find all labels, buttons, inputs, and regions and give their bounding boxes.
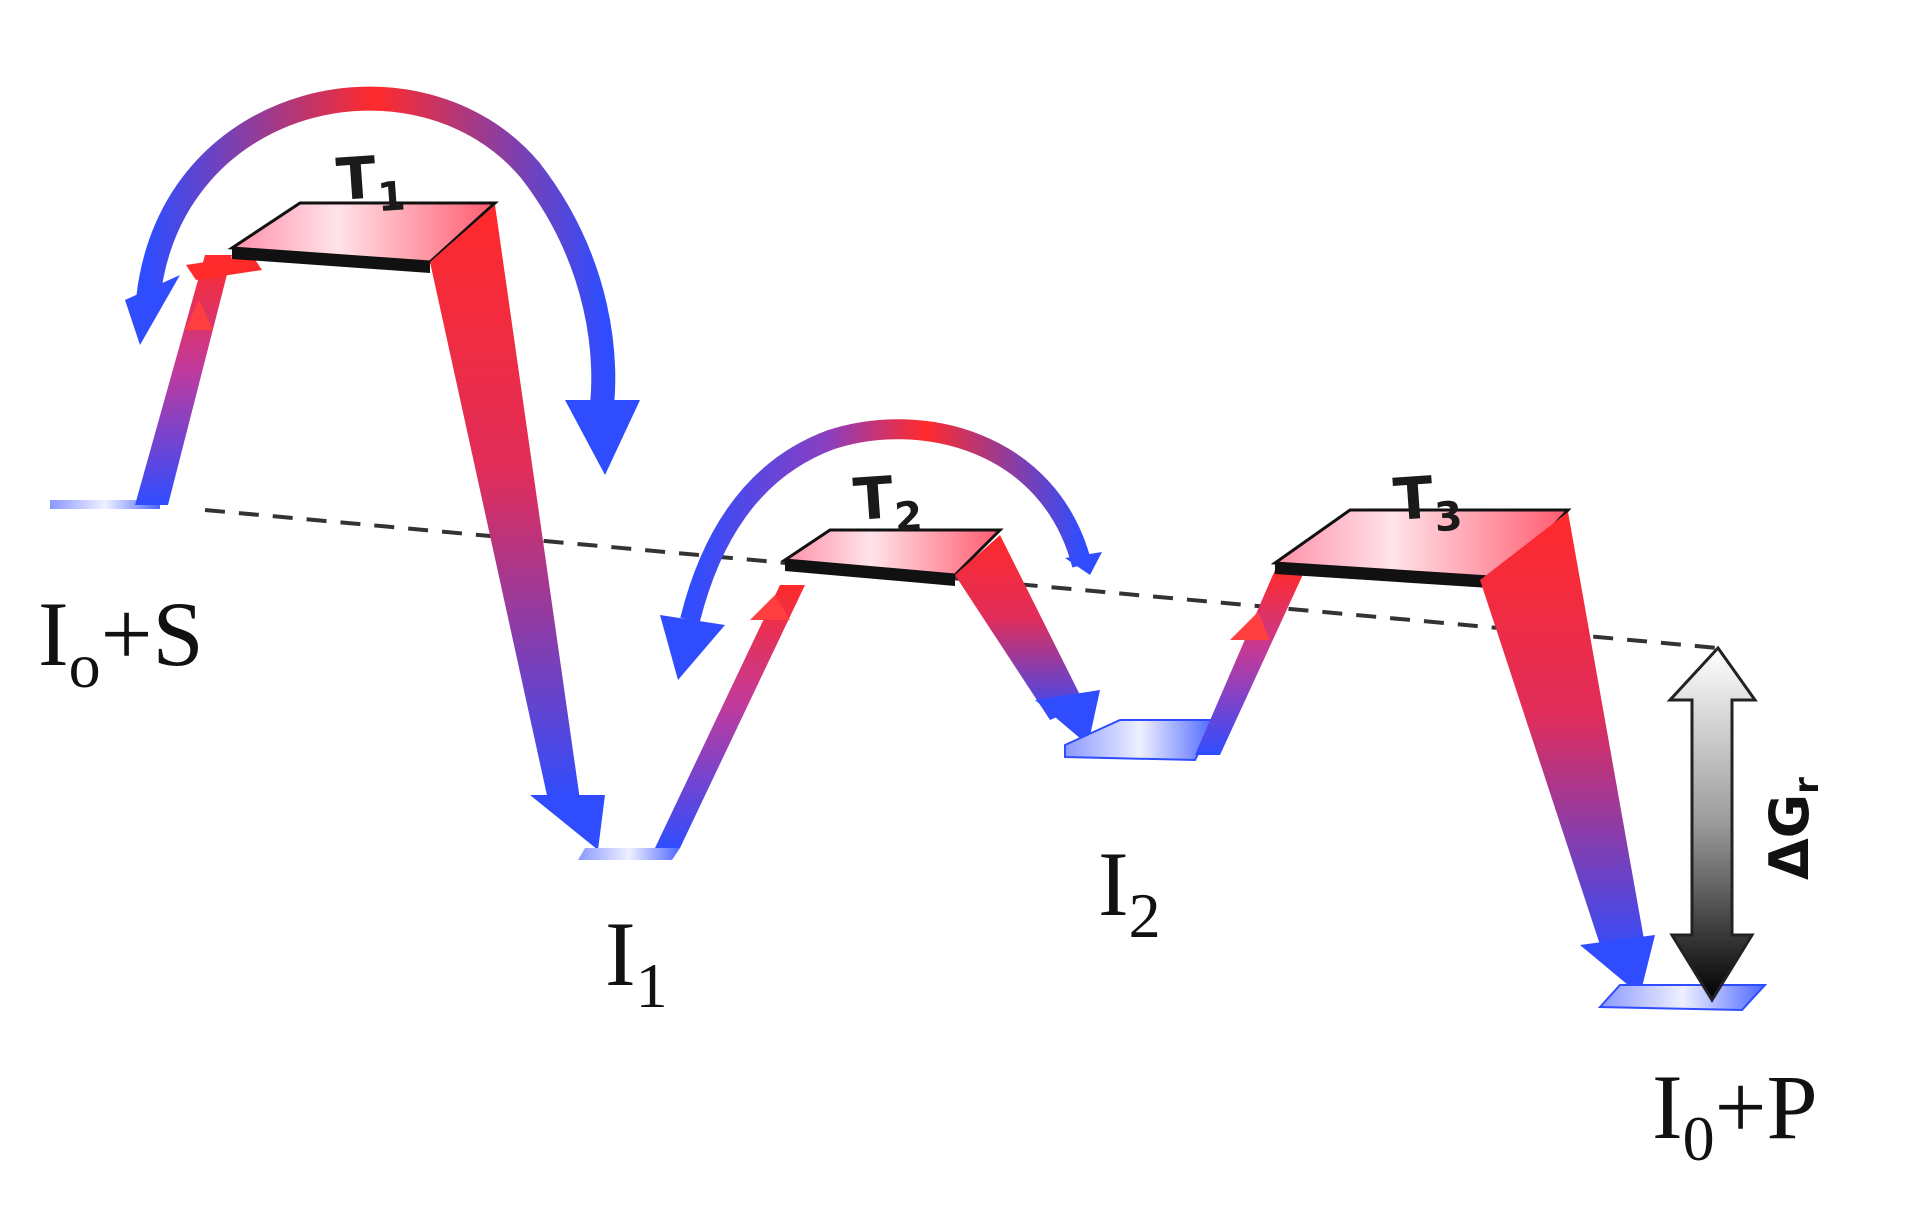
i1-platform	[578, 848, 680, 860]
t3-platform	[1270, 508, 1572, 589]
transition-state-t2-label: T2	[851, 461, 924, 544]
t2-ascent-arrow	[655, 585, 805, 848]
transition-state-t3-label: T3	[1391, 461, 1464, 544]
t2-platform	[780, 528, 1004, 586]
intermediate-i2-label: I2	[1098, 833, 1161, 951]
delta-g-double-arrow	[1666, 645, 1758, 1003]
t1-backward-arc	[125, 86, 640, 475]
t1-platform	[227, 201, 499, 273]
t3-descent-arrow	[1480, 512, 1655, 995]
t2-backward-arc	[660, 419, 1102, 680]
t2-descent-arrow	[955, 535, 1100, 745]
end-state-label: I0+P	[1652, 1056, 1818, 1174]
start-state-label: Io+S	[38, 583, 204, 701]
end-platform	[1597, 984, 1768, 1012]
transition-state-t1-label: T1	[334, 141, 407, 224]
delta-g-label: ΔGr	[1758, 777, 1827, 880]
start-platform	[50, 500, 160, 509]
t1-ascent-arrow	[135, 255, 262, 505]
intermediate-i1-label: I1	[605, 903, 668, 1021]
t3-ascent-arrow	[1195, 570, 1305, 755]
t1-descent-arrow	[430, 205, 605, 850]
